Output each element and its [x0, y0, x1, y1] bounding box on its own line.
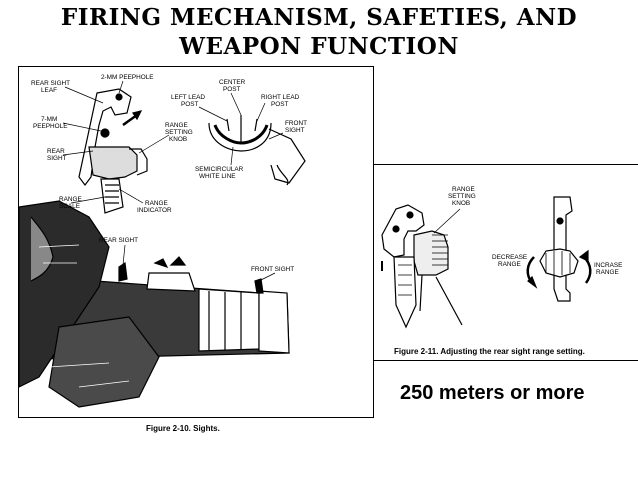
label-decrease-range-1: DECREASE — [492, 254, 527, 261]
label-left-lead-post-2: POST — [181, 101, 198, 108]
slide-title-line2: WEAPON FUNCTION — [179, 33, 459, 60]
label-range-setting-knob-2: SETTING — [165, 129, 193, 136]
label-increase-range-2: RANGE — [596, 269, 619, 276]
label-rear-sight-2: SIGHT — [47, 155, 67, 162]
label-rear-sight-leaf-2: LEAF — [41, 87, 57, 94]
label-front-sight-1: FRONT — [285, 120, 307, 127]
label-front-sight-weapon: FRONT SIGHT — [251, 266, 294, 273]
range-sight-drawing — [381, 204, 463, 329]
range-knob-drawing — [526, 196, 592, 302]
label-range-setting-knob-3: KNOB — [169, 136, 187, 143]
label-range-knob-3: KNOB — [452, 200, 470, 207]
label-semicircular-1: SEMICIRCULAR — [195, 166, 244, 173]
label-range-scale-1: RANGE — [59, 196, 82, 203]
label-rear-sight-weapon: REAR SIGHT — [99, 237, 138, 244]
label-right-lead-post-2: POST — [271, 101, 288, 108]
range-diagram: RANGE SETTING KNOB DECREASE RANGE INCRAS… — [381, 186, 622, 329]
label-range-setting-knob-1: RANGE — [165, 122, 188, 129]
slide-title-line1: FIRING MECHANISM, SAFETIES, AND — [60, 4, 578, 31]
front-sight-drawing — [208, 115, 306, 186]
label-range-indicator-1: RANGE — [145, 200, 168, 207]
label-range-scale-2: SCALE — [59, 203, 80, 210]
label-decrease-range-2: RANGE — [498, 261, 521, 268]
label-right-lead-post-1: RIGHT LEAD — [261, 94, 300, 101]
label-7mm-peephole-1: 7-MM — [41, 116, 57, 123]
label-rear-sight-leaf-1: REAR SIGHT — [31, 80, 70, 87]
range-note: 250 meters or more — [400, 382, 585, 404]
label-2mm-peephole: 2-MM PEEPHOLE — [101, 74, 154, 81]
label-range-knob-2: SETTING — [448, 193, 476, 200]
label-7mm-peephole-2: PEEPHOLE — [33, 123, 67, 130]
label-range-indicator-2: INDICATOR — [137, 207, 172, 214]
figure-2-10-caption: Figure 2-10. Sights. — [146, 424, 220, 433]
sights-figure: REAR SIGHT LEAF 2-MM PEEPHOLE 7-MM PEEPH… — [18, 66, 374, 418]
weapon-drawing — [18, 200, 290, 408]
figure-2-11-caption: Figure 2-11. Adjusting the rear sight ra… — [394, 347, 585, 356]
label-increase-range-1: INCRASE — [594, 262, 622, 269]
label-center-post-1: CENTER — [219, 79, 246, 86]
label-left-lead-post-1: LEFT LEAD — [171, 94, 205, 101]
label-rear-sight-1: REAR — [47, 148, 65, 155]
range-figure: RANGE SETTING KNOB DECREASE RANGE INCRAS… — [374, 164, 638, 361]
label-front-sight-2: SIGHT — [285, 127, 305, 134]
label-range-knob-1: RANGE — [452, 186, 475, 193]
rear-sight-drawing — [78, 88, 148, 214]
label-center-post-2: POST — [223, 86, 240, 93]
sights-diagram: REAR SIGHT LEAF 2-MM PEEPHOLE 7-MM PEEPH… — [18, 74, 307, 408]
label-semicircular-2: WHITE LINE — [199, 173, 236, 180]
